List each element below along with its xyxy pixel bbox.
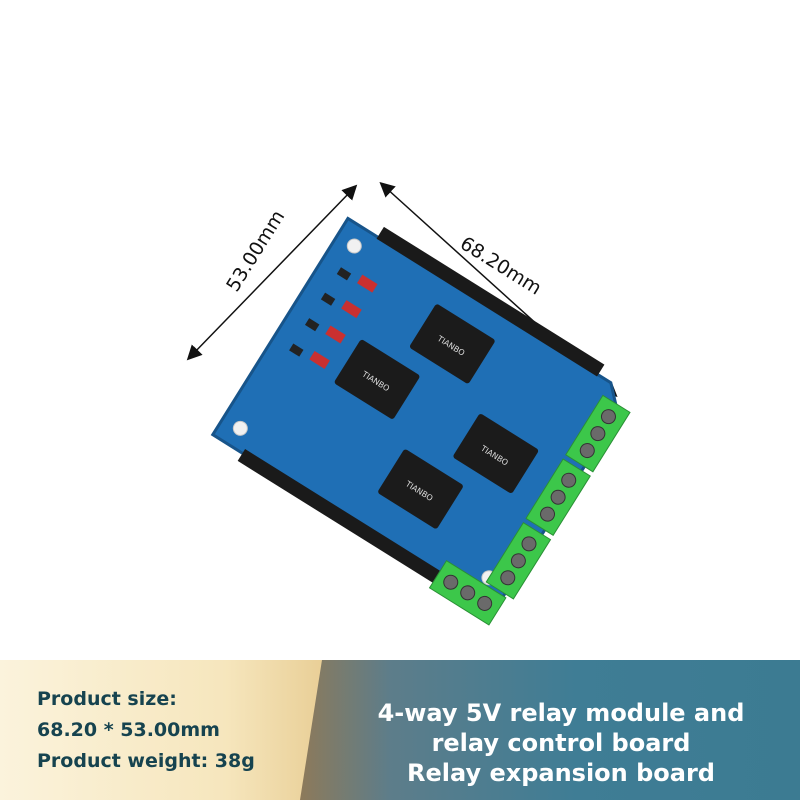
pin-header-bottom — [237, 449, 466, 599]
relay-4: TIANBO — [409, 304, 495, 384]
driver-components — [289, 267, 378, 369]
size-value: 68.20 * 53.00mm — [37, 719, 220, 741]
product-title: 4-way 5V relay module and relay control … — [322, 698, 800, 788]
title-line-2: relay control board — [431, 729, 691, 757]
weight-text: Product weight: 38g — [37, 750, 255, 772]
relay-1: TIANBO — [378, 449, 463, 529]
title-line-3: Relay expansion board — [407, 759, 715, 787]
product-photo: TIANBO TIANBO TIANBO TIANBO — [186, 181, 631, 626]
spec-panel: Product size: 68.20 * 53.00mm Product we… — [0, 660, 322, 800]
spec-block: Product size: 68.20 * 53.00mm Product we… — [37, 684, 255, 777]
relay-2: TIANBO — [334, 339, 420, 419]
relay-board-illustration: TIANBO TIANBO TIANBO TIANBO — [186, 181, 631, 626]
title-panel — [300, 660, 800, 800]
size-label: Product size: — [37, 688, 177, 710]
title-line-1: 4-way 5V relay module and — [377, 699, 745, 727]
width-dimension-line — [186, 184, 358, 361]
relay-3: TIANBO — [453, 414, 539, 494]
info-banner: Product size: 68.20 * 53.00mm Product we… — [0, 660, 800, 800]
screw-terminals — [428, 394, 631, 626]
pin-header-top — [376, 226, 605, 377]
pcb-board: TIANBO TIANBO TIANBO TIANBO — [210, 216, 631, 626]
